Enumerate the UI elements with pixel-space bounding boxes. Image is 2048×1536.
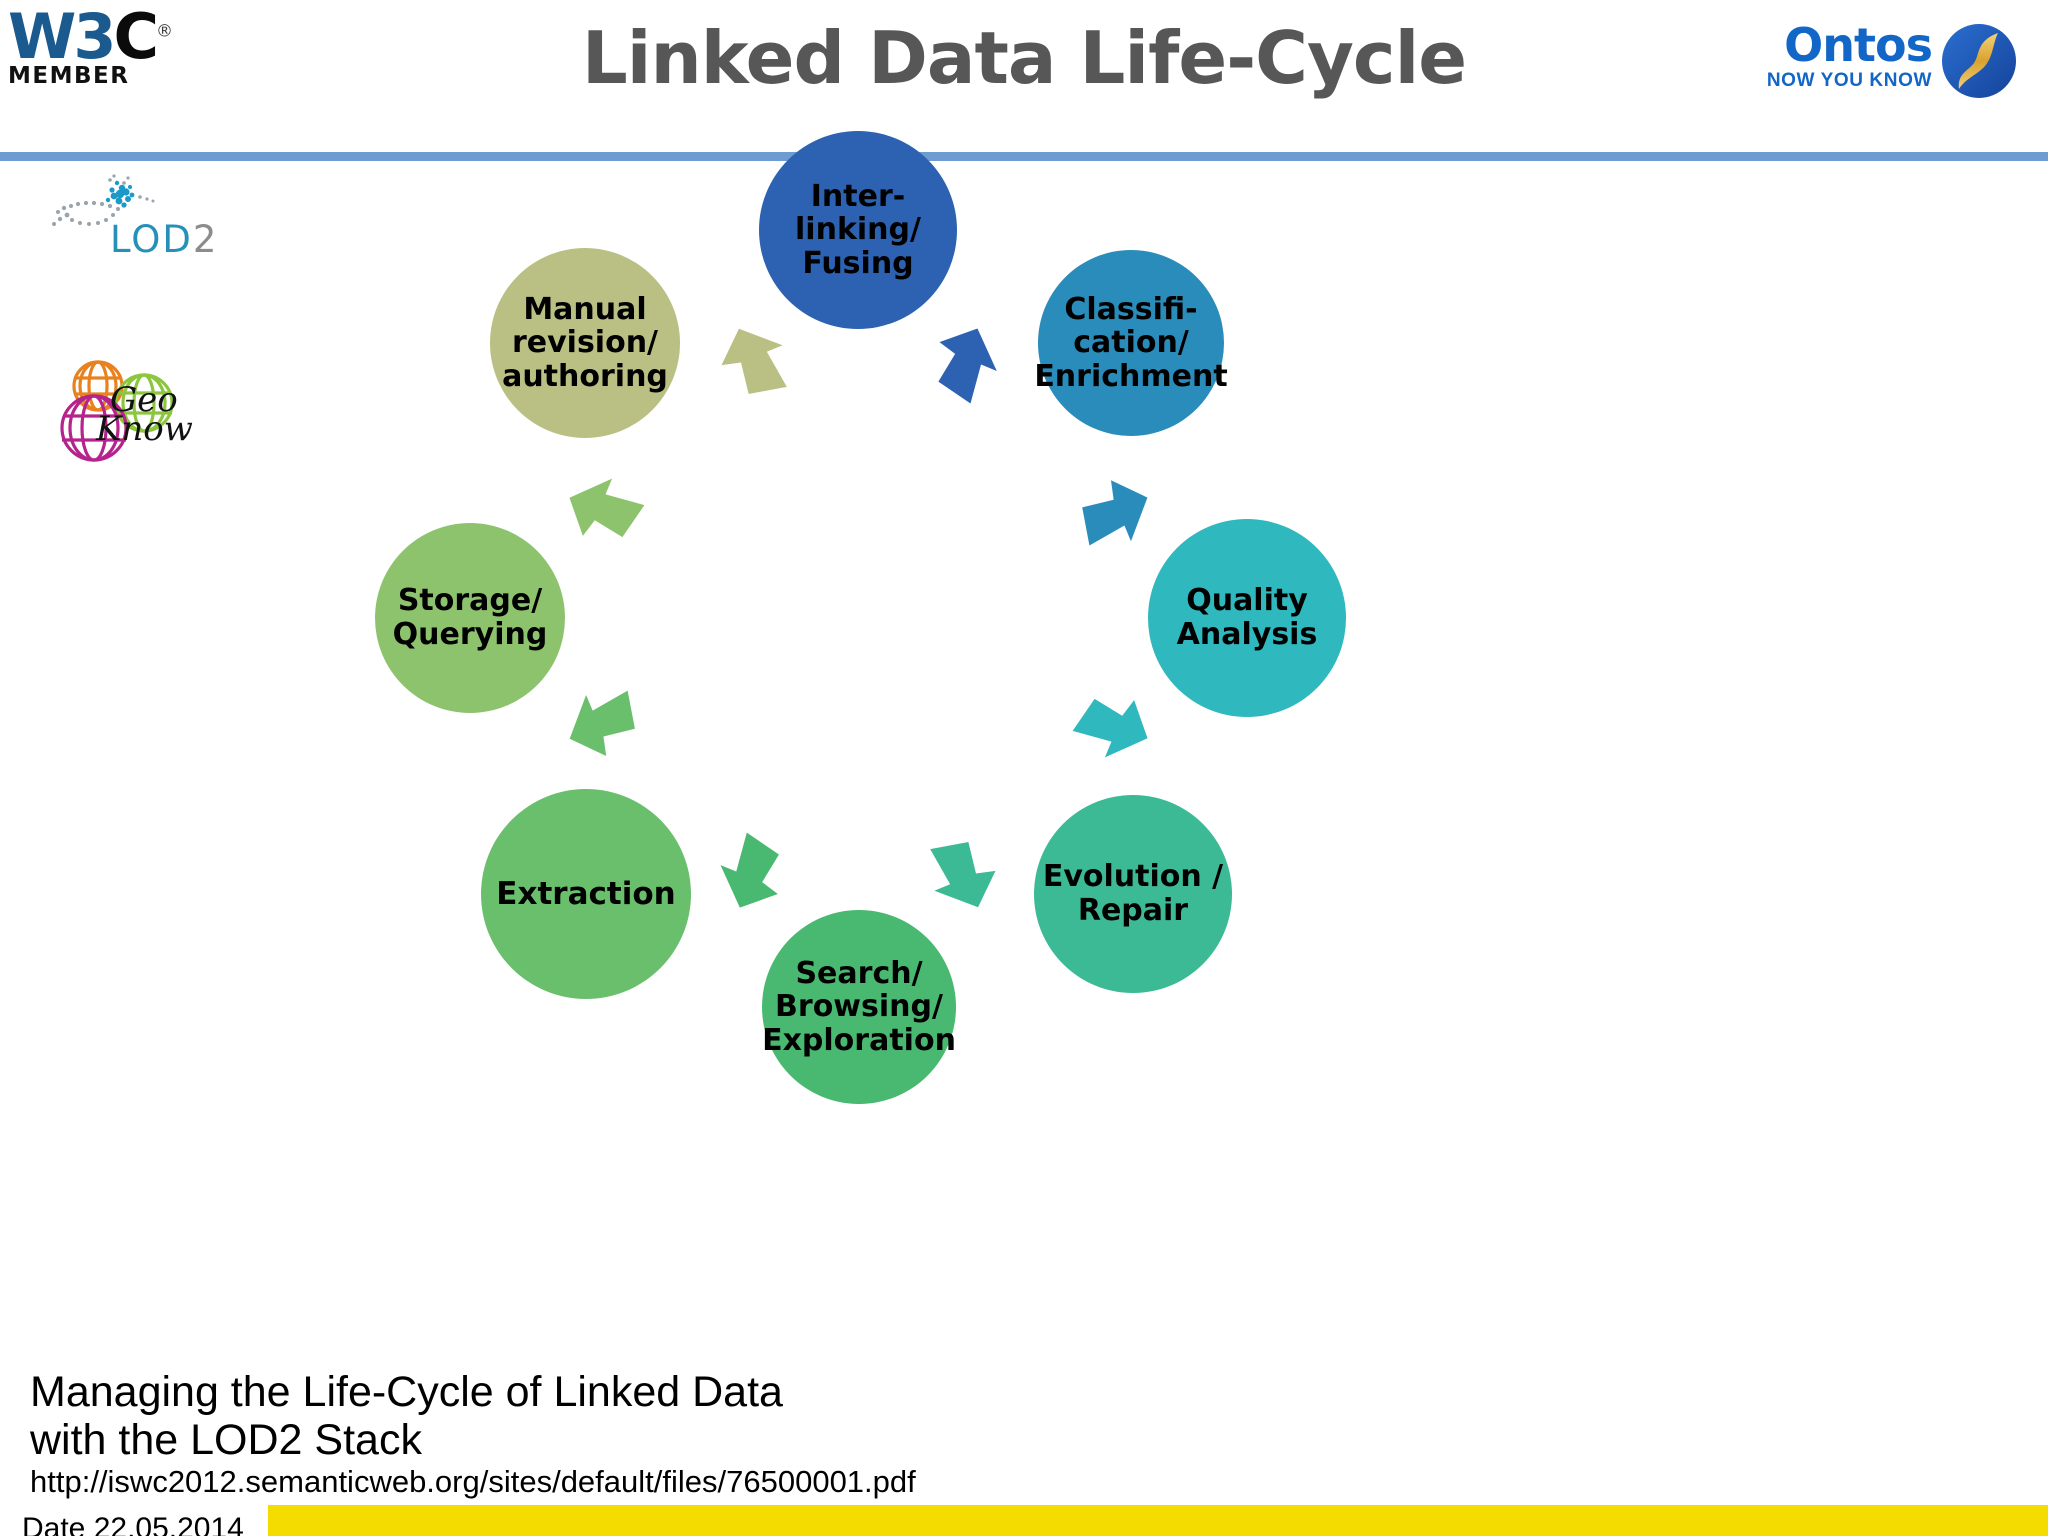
cycle-arrow-storage-to-manual (569, 478, 645, 538)
cycle-arrow-manual-to-interlinking (721, 328, 787, 394)
cycle-node-label: Classifi- cation/ Enrichment (1034, 291, 1228, 394)
w3c-member-label: MEMBER (8, 62, 130, 89)
footer-accent-bar (268, 1505, 2048, 1536)
lod2-wordmark: LOD2 (110, 218, 218, 261)
lod2-digit-text: 2 (192, 218, 219, 261)
geoknow-wordmark: Geo Know (96, 383, 193, 446)
cycle-node-quality[interactable]: Quality Analysis (1148, 519, 1346, 717)
geoknow-line2: Know (96, 408, 193, 449)
cycle-node-label: Inter- linking/ Fusing (795, 178, 921, 281)
cycle-arrow-quality-to-evolution (1072, 698, 1148, 758)
cycle-node-label: Storage/ Querying (392, 583, 548, 652)
ontos-wordmark: Ontos (1784, 18, 1933, 72)
geoknow-globes-icon (60, 360, 174, 462)
cycle-node-label: Manual revision/ authoring (502, 291, 668, 394)
cycle-node-storage[interactable]: Storage/ Querying (375, 523, 565, 713)
cycle-node-label: Quality Analysis (1176, 583, 1318, 652)
cycle-arrow-evolution-to-search (930, 842, 996, 908)
cycle-node-interlinking[interactable]: Inter- linking/ Fusing (759, 131, 957, 329)
cycle-node-classification[interactable]: Classifi- cation/ Enrichment (1034, 250, 1228, 436)
lod2-constellation-icon (52, 174, 155, 226)
page-title: Linked Data Life-Cycle (581, 16, 1467, 100)
cycle-node-label: Evolution / Repair (1042, 859, 1224, 928)
cycle-arrow-search-to-extraction (720, 832, 779, 908)
cycle-node-evolution[interactable]: Evolution / Repair (1034, 795, 1232, 993)
cycle-node-label: Extraction (496, 875, 676, 912)
w3c-w3-text: W3 (8, 0, 117, 73)
cycle-node-extraction[interactable]: Extraction (481, 789, 691, 999)
geoknow-logo: Geo Know (48, 358, 208, 480)
cycle-node-search[interactable]: Search/ Browsing/ Exploration (762, 910, 956, 1104)
cycle-node-manual[interactable]: Manual revision/ authoring (490, 248, 680, 438)
footer-url: http://iswc2012.semanticweb.org/sites/de… (30, 1464, 916, 1499)
ontos-tagline: NOW YOU KNOW (1766, 70, 1932, 91)
cycle-arrow-interlinking-to-classification (938, 328, 997, 404)
cycle-arrow-classification-to-quality (1082, 480, 1148, 546)
geoknow-line1: Geo (110, 380, 178, 420)
lod2-logo: LOD2 (50, 170, 235, 261)
cycle-node-label: Search/ Browsing/ Exploration (762, 955, 956, 1058)
cycle-arrow-extraction-to-storage (569, 690, 635, 756)
footer-date: Date 22.05.2014 (22, 1512, 244, 1536)
w3c-wordmark: W3C® (8, 6, 173, 68)
ontos-globe-icon (1942, 24, 2016, 98)
w3c-member-logo: W3C® MEMBER (8, 6, 173, 104)
w3c-c-text: C (113, 0, 159, 73)
registered-mark-icon: ® (156, 21, 174, 42)
lod2-lod-text: LOD (110, 218, 193, 261)
ontos-logo: Ontos NOW YOU KNOW (1764, 12, 2024, 104)
footer-headline: Managing the Life-Cycle of Linked Data w… (30, 1368, 783, 1465)
header-divider (0, 152, 2048, 161)
